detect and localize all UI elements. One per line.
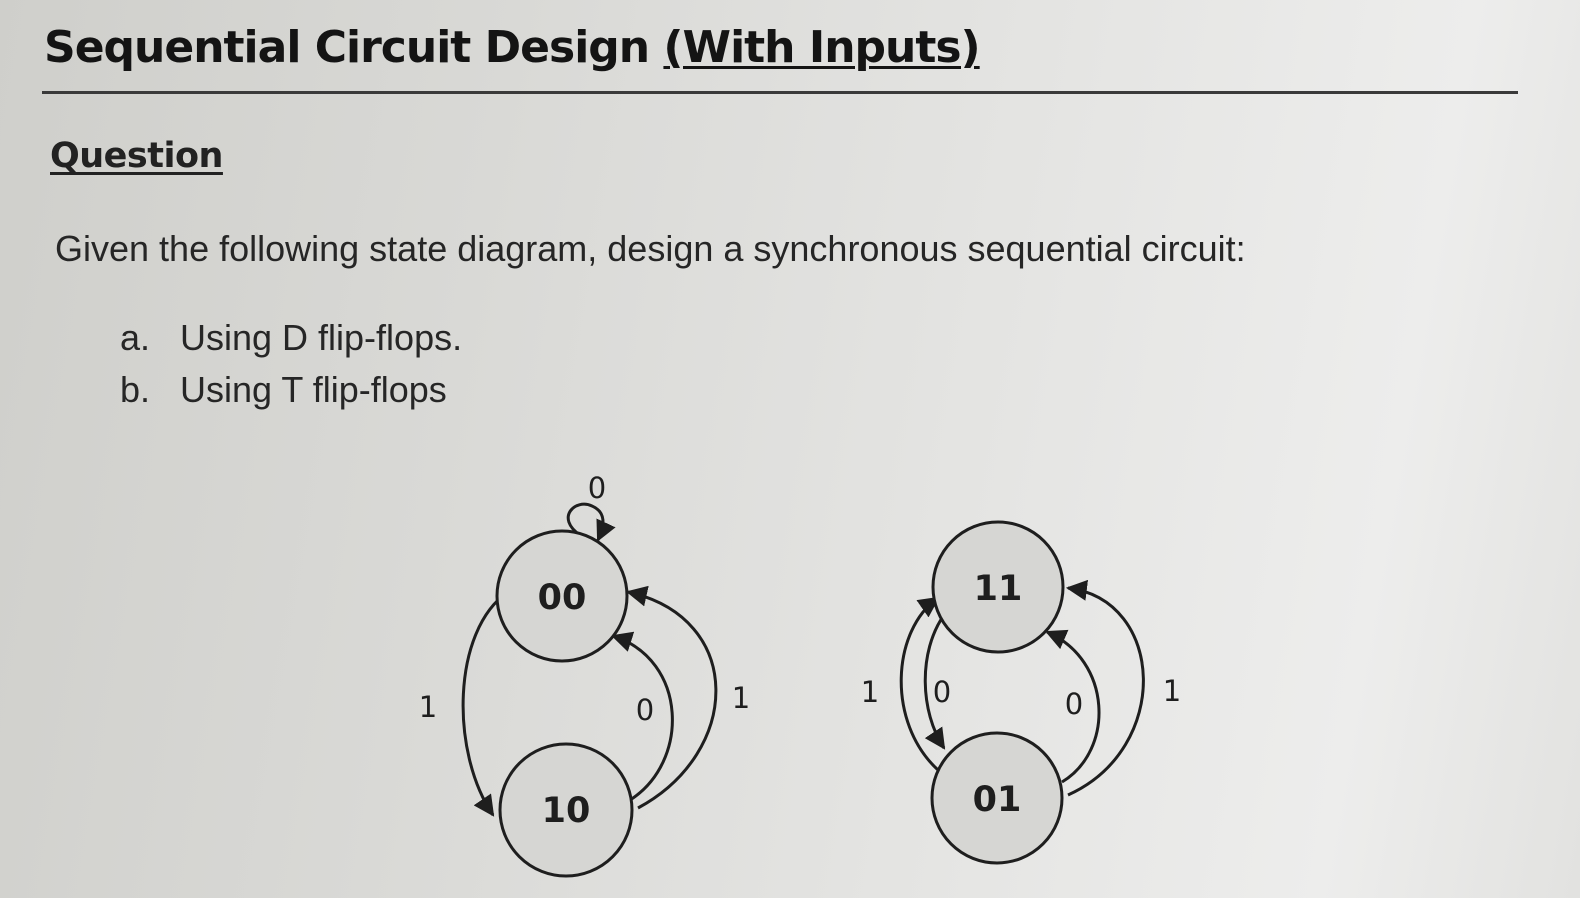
transition-10-to-00-0 [611,631,674,802]
title-inputs-note: (With Inputs) [663,22,980,73]
part-a-marker: a. [120,317,151,358]
question-text: Given the following state diagram, desig… [55,228,1246,269]
transition-00-to-10-input: 1 [419,690,437,724]
page-title: Sequential Circuit Design (With Inputs) [44,22,981,73]
part-b-text: Using T flip-flops [180,369,447,410]
transition-10-to-00-1-input: 1 [732,681,750,715]
question-parts-list: a. Using D flip-flops. b. Using T flip-flo… [120,312,462,416]
state-00-label: 00 [538,578,587,618]
title-prefix: Sequential Circuit Design [44,22,664,73]
state-00-node [495,529,629,663]
transition-11-to-01-input: 0 [933,675,951,709]
transition-01-to-11-1-left [899,596,940,772]
transition-00-to-00-0 [566,502,616,542]
question-part-b: b. Using T flip-flops [120,364,462,416]
state-01-label: 01 [973,780,1022,820]
title-rule [42,91,1518,94]
transition-01-to-11-0-input: 0 [1065,687,1083,721]
transition-01-to-11-1-left-input: 1 [861,675,879,709]
part-b-marker: b. [120,369,151,410]
transition-10-to-00-1 [625,585,718,810]
question-part-a: a. Using D flip-flops. [120,312,462,364]
transition-01-to-11-1-right-input: 1 [1163,674,1181,708]
state-10-label: 10 [542,791,591,831]
transition-11-to-01-0 [923,614,946,750]
transition-01-to-11-0 [1045,629,1101,784]
diagram-right: 11 01 0 1 0 1 [861,520,1181,865]
question-heading: Question [50,136,223,176]
diagram-left: 00 10 0 1 0 1 [419,471,750,878]
transition-10-to-00-0-input: 0 [636,693,654,727]
state-01-node [930,731,1064,865]
transition-01-to-11-1-right [1065,579,1145,797]
transition-00-to-00-input: 0 [588,471,606,505]
state-11-label: 11 [974,569,1023,609]
state-11-node [931,520,1065,654]
state-10-node [498,742,634,878]
transition-00-to-10-1 [461,590,509,817]
part-a-text: Using D flip-flops. [180,317,463,358]
